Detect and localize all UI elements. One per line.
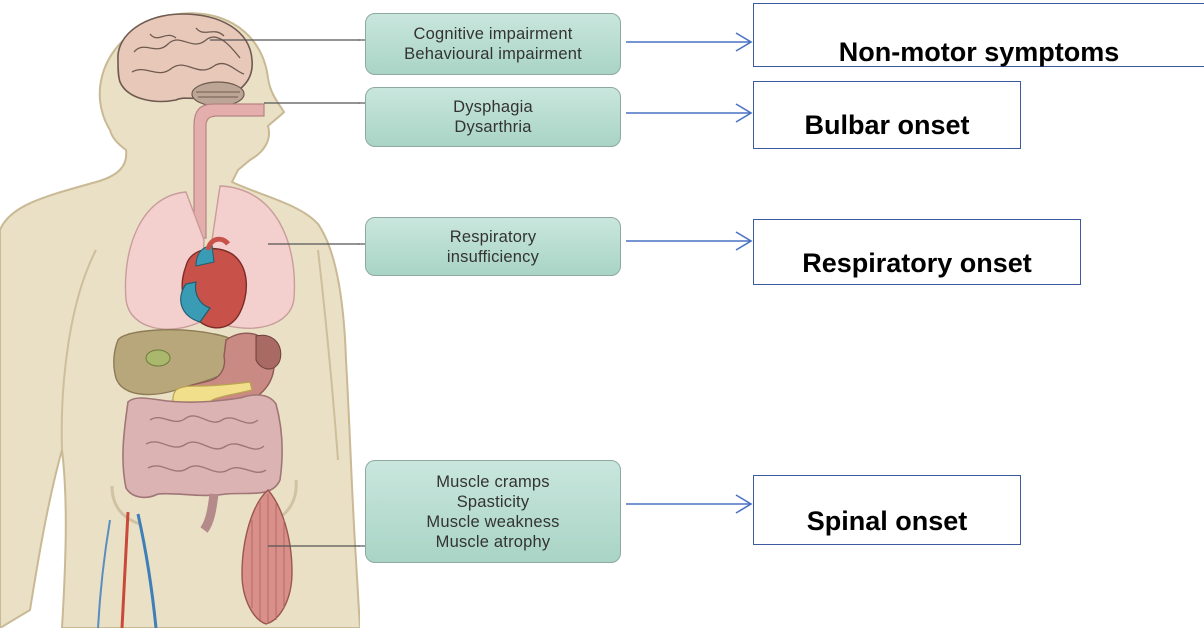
symptom-box-respiratory: Respiratory insufficiency	[365, 217, 621, 276]
arrow-spinal	[626, 495, 751, 513]
symptom-text: insufficiency	[447, 247, 539, 267]
symptom-text: Behavioural impairment	[404, 44, 582, 64]
symptom-text: Muscle atrophy	[436, 532, 551, 552]
symptom-text: Respiratory	[450, 227, 537, 247]
symptom-text: Muscle cramps	[436, 472, 550, 492]
onset-label-text: Non-motor symptoms	[839, 37, 1120, 68]
symptom-text: Dysarthria	[454, 117, 531, 137]
symptom-box-spinal: Muscle cramps Spasticity Muscle weakness…	[365, 460, 621, 563]
arrow-non-motor	[626, 33, 751, 51]
onset-label-bulbar: Bulbar onset	[753, 81, 1021, 149]
onset-label-non-motor: Non-motor symptoms	[753, 3, 1204, 67]
onset-label-spinal: Spinal onset	[753, 475, 1021, 545]
symptom-box-bulbar: Dysphagia Dysarthria	[365, 87, 621, 147]
human-body-illustration	[0, 0, 360, 628]
onset-label-respiratory: Respiratory onset	[753, 219, 1081, 285]
arrow-bulbar	[626, 104, 751, 122]
symptom-text: Dysphagia	[453, 97, 533, 117]
onset-label-text: Respiratory onset	[802, 248, 1032, 279]
symptom-text: Spasticity	[457, 492, 530, 512]
arrow-respiratory	[626, 232, 751, 250]
gallbladder-icon	[146, 350, 170, 366]
onset-label-text: Spinal onset	[807, 506, 968, 537]
symptom-text: Muscle weakness	[426, 512, 559, 532]
symptom-text: Cognitive impairment	[414, 24, 573, 44]
onset-label-text: Bulbar onset	[804, 110, 969, 141]
arrows-layer	[620, 0, 760, 628]
symptom-box-non-motor: Cognitive impairment Behavioural impairm…	[365, 13, 621, 75]
brain-icon	[118, 14, 252, 106]
